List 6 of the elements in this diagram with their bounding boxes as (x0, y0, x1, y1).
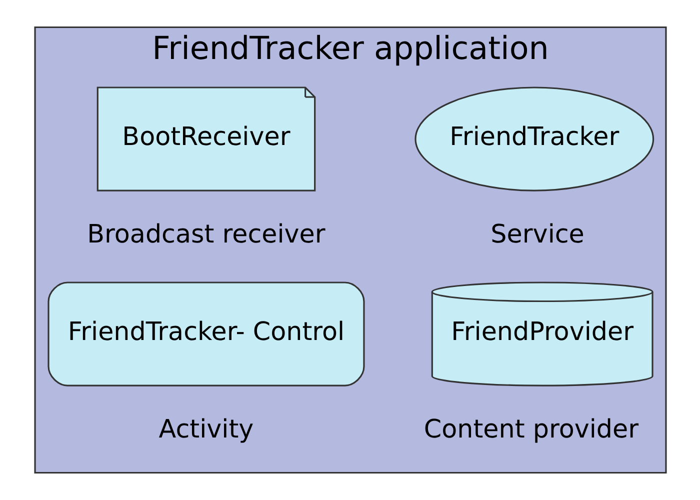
node-ellipse: FriendTracker (414, 86, 654, 192)
node-box: FriendTracker- Control (47, 282, 364, 386)
node-label: Broadcast receiver (86, 218, 325, 249)
node-label: Activity (158, 414, 254, 444)
node-label: Service (490, 218, 584, 249)
node-label: Content provider (423, 414, 638, 444)
